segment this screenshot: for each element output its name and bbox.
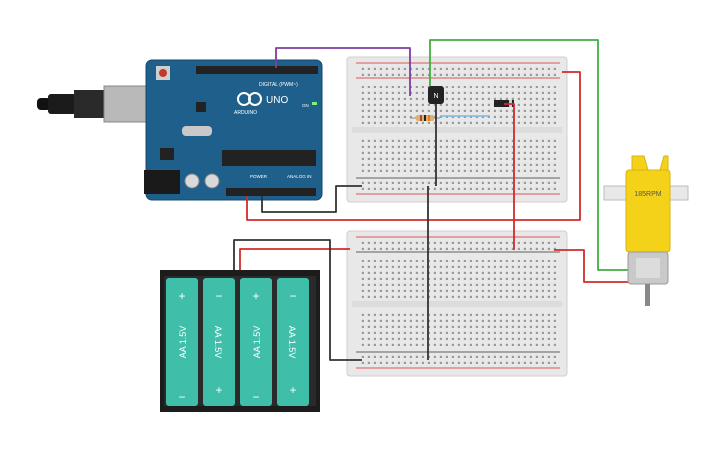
battery-cell-3: + − AA 1.5V (240, 278, 272, 406)
usb-cable (48, 94, 76, 114)
cell-plus: + (252, 289, 259, 303)
crystal (182, 126, 212, 136)
power-label: POWER (250, 174, 268, 179)
arduino-uno-board[interactable]: DIGITAL (PWM~) UNO ARDUINO ON POWER ANAL… (37, 59, 323, 201)
on-label: ON (302, 103, 309, 108)
resistor[interactable] (410, 115, 440, 121)
battery-pack[interactable]: + − AA 1.5V − + AA 1.5V + − AA 1.5V − + … (160, 270, 320, 412)
small-chip (196, 102, 206, 112)
cell-voltage: AA 1.5V (213, 326, 223, 359)
battery-cell-2: − + AA 1.5V (203, 278, 235, 406)
cell-plus: + (289, 383, 296, 397)
power-analog-header (226, 188, 316, 196)
capacitor-1 (184, 173, 200, 189)
usb-cable-plug (74, 90, 108, 118)
motor-shaft (645, 284, 650, 306)
wire-purple[interactable] (275, 47, 411, 96)
cell-minus: − (252, 390, 259, 404)
atmega-chip (222, 150, 316, 166)
wire-green[interactable] (429, 39, 630, 271)
cell-voltage: AA 1.5V (252, 326, 262, 359)
wire-black-gnd[interactable] (261, 185, 362, 213)
battery-cell-1: + − AA 1.5V (166, 278, 198, 406)
capacitor-2 (204, 173, 220, 189)
regulator (160, 148, 174, 160)
digital-header-label: DIGITAL (PWM~) (259, 82, 298, 88)
wire-red-battery[interactable] (239, 248, 350, 272)
model-label: UNO (266, 95, 288, 106)
wires (233, 39, 630, 361)
wire-black-battery[interactable] (233, 239, 362, 361)
transistor[interactable]: N (428, 86, 444, 104)
cell-plus: + (178, 289, 185, 303)
analog-label: ANALOG IN (287, 174, 312, 179)
usb-cable-end (37, 98, 51, 110)
cell-plus: + (215, 383, 222, 397)
usb-port (103, 85, 151, 123)
cell-voltage: AA 1.5V (287, 326, 297, 359)
wire-red-diode[interactable] (504, 103, 515, 250)
cell-minus: − (178, 390, 185, 404)
power-led (312, 102, 317, 105)
cell-minus: − (215, 289, 222, 303)
battery-cell-4: − + AA 1.5V (277, 278, 309, 406)
wire-red-5v[interactable] (246, 71, 581, 221)
breadboard-bottom[interactable] (346, 230, 568, 377)
cell-minus: − (289, 289, 296, 303)
brand-label: ARDUINO (234, 110, 257, 116)
power-jack (144, 170, 180, 194)
wire-red-motor[interactable] (554, 249, 630, 283)
motor-rpm-label: 185RPM (634, 191, 661, 198)
digital-header (196, 66, 318, 74)
transistor-label: N (433, 93, 438, 100)
dc-motor[interactable]: 185RPM (603, 155, 689, 306)
cell-voltage: AA 1.5V (178, 326, 188, 359)
breadboard-top[interactable] (346, 56, 568, 203)
